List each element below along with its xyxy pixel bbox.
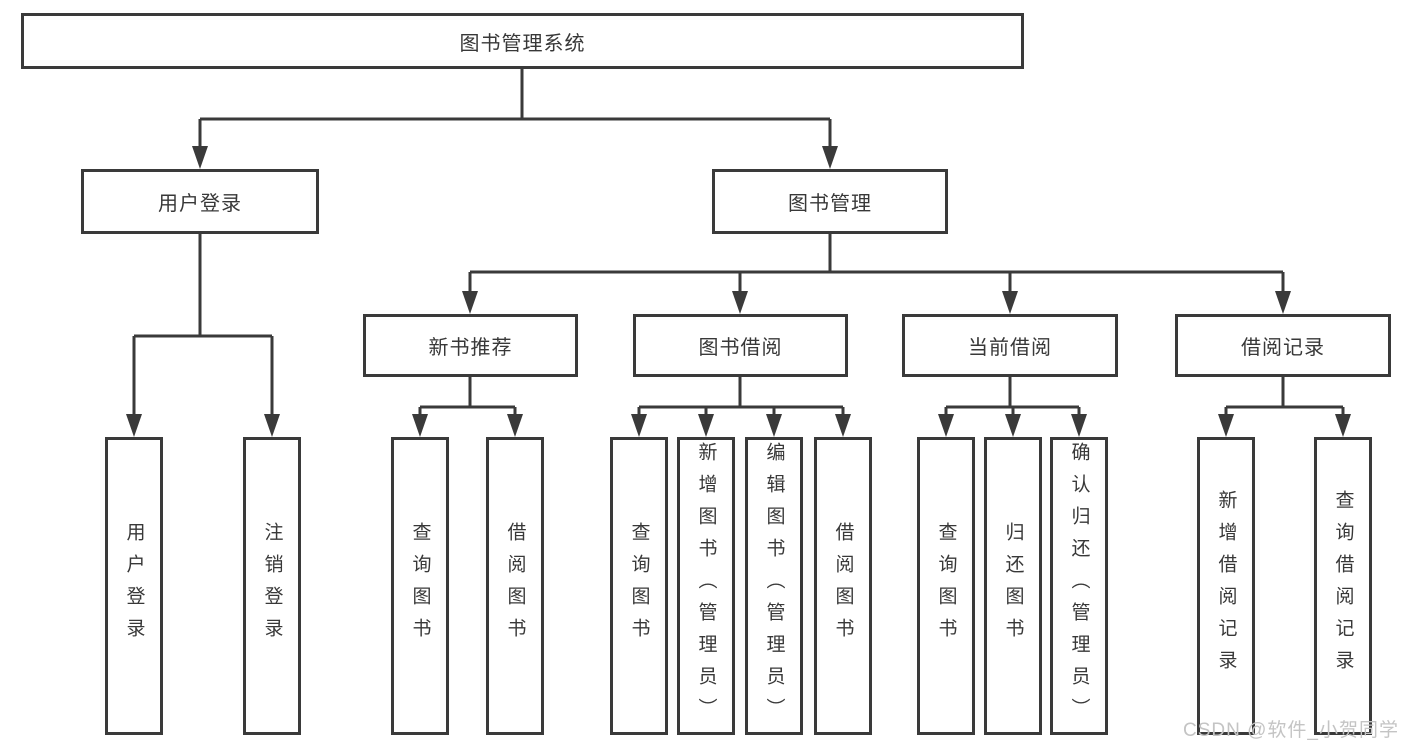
leaf-query-borrow-record: 查询借阅记录: [1314, 437, 1372, 735]
node-user-login: 用户登录: [81, 169, 319, 234]
node-current-borrowing: 当前借阅: [902, 314, 1118, 377]
leaf-query-books-borrow: 查询图书: [610, 437, 668, 735]
leaf-query-books-current: 查询图书: [917, 437, 975, 735]
leaf-label: 确认归还（管理员）: [1068, 442, 1090, 730]
node-label: 图书管理系统: [459, 32, 586, 55]
node-label: 图书借阅: [698, 337, 783, 359]
leaf-return-books: 归还图书: [984, 437, 1042, 735]
leaf-label: 新增借阅记录: [1215, 490, 1237, 682]
node-label: 用户登录: [158, 193, 242, 215]
leaf-label: 查询图书: [935, 522, 957, 650]
leaf-borrow-books: 借阅图书: [814, 437, 872, 735]
leaf-borrow-books-recommend: 借阅图书: [486, 437, 544, 735]
node-book-borrowing: 图书借阅: [633, 314, 848, 377]
leaf-label: 注销登录: [261, 522, 283, 650]
leaf-label: 查询借阅记录: [1332, 490, 1354, 682]
node-label: 借阅记录: [1241, 337, 1325, 359]
node-label: 当前借阅: [968, 337, 1052, 359]
node-new-book-recommendation: 新书推荐: [363, 314, 578, 377]
node-label: 图书管理: [788, 193, 872, 215]
leaf-logout: 注销登录: [243, 437, 301, 735]
leaf-label: 查询图书: [628, 522, 650, 650]
leaf-label: 查询图书: [409, 522, 431, 650]
leaf-edit-book-admin: 编辑图书（管理员）: [745, 437, 803, 735]
leaf-label: 用户登录: [123, 522, 145, 650]
node-label: 新书推荐: [428, 337, 513, 359]
leaf-query-books-recommend: 查询图书: [391, 437, 449, 735]
node-book-management: 图书管理: [712, 169, 948, 234]
leaf-label: 编辑图书（管理员）: [763, 442, 785, 730]
leaf-add-book-admin: 新增图书（管理员）: [677, 437, 735, 735]
leaf-label: 归还图书: [1002, 522, 1024, 650]
leaf-confirm-return-admin: 确认归还（管理员）: [1050, 437, 1108, 735]
leaf-label: 新增图书（管理员）: [695, 442, 717, 730]
leaf-add-borrow-record: 新增借阅记录: [1197, 437, 1255, 735]
leaf-user-login: 用户登录: [105, 437, 163, 735]
csdn-watermark: CSDN @软件_小贺同学: [1183, 720, 1399, 741]
arrowhead-icons: [126, 146, 1351, 437]
leaf-label: 借阅图书: [832, 522, 854, 650]
node-borrowing-records: 借阅记录: [1175, 314, 1391, 377]
leaf-label: 借阅图书: [504, 522, 526, 650]
node-library-management-system: 图书管理系统: [21, 13, 1024, 69]
